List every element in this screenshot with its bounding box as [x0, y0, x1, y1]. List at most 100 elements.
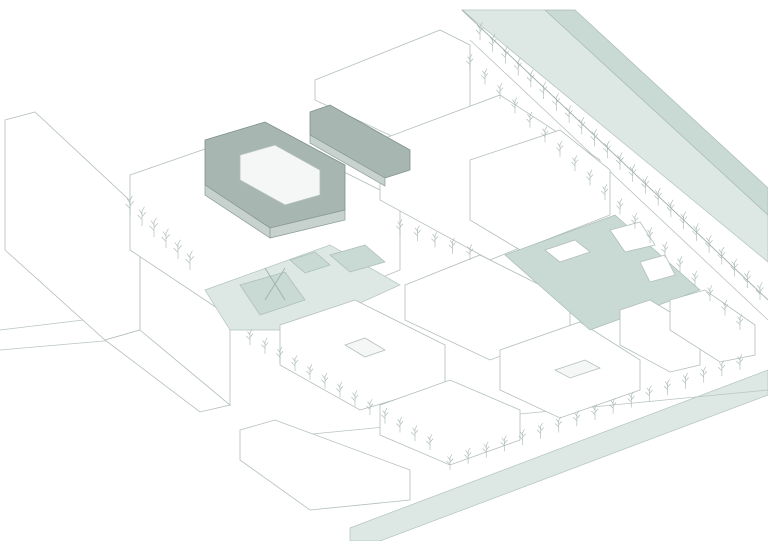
tree-icon — [246, 329, 254, 345]
tree-icon — [448, 237, 456, 254]
tree-icon — [541, 126, 549, 143]
tree-icon — [631, 212, 639, 229]
tree-icon — [185, 250, 194, 270]
tree-icon — [601, 184, 609, 200]
mid-block-courtyard-2-void — [553, 359, 602, 379]
park-pavilion-2 — [609, 221, 656, 253]
tree-icon — [552, 93, 560, 111]
tree-icon — [736, 314, 744, 330]
tree-icon — [466, 244, 474, 260]
south-west-block-body — [239, 419, 411, 511]
plaza-square-1 — [329, 244, 386, 273]
east-block-2 — [669, 289, 756, 363]
tree-icon — [173, 239, 182, 259]
plaza-square-2 — [289, 251, 331, 274]
tree-icon — [627, 391, 635, 408]
tree-icon — [446, 454, 454, 470]
boulevard-edge-2 — [469, 39, 768, 321]
tree-icon — [496, 82, 504, 99]
tree-icon — [646, 227, 654, 244]
tree-icon — [481, 68, 489, 85]
tree-icon — [511, 97, 519, 114]
boulevard-verge — [461, 9, 768, 263]
tree-icon — [663, 379, 671, 395]
tree-icon — [475, 22, 484, 40]
tree-icon — [536, 422, 544, 439]
tree-icon — [718, 360, 726, 377]
park-pavilion-3 — [639, 254, 676, 283]
tree-icon — [736, 354, 744, 370]
tree-icon — [500, 435, 508, 452]
tree-icon — [706, 285, 714, 302]
tree-icon — [161, 228, 170, 248]
tree-icon — [526, 111, 534, 128]
tree-icon — [554, 416, 563, 433]
central-plaza — [204, 244, 401, 331]
tree-icon — [679, 211, 688, 230]
tree-icon — [628, 164, 637, 182]
tree-icon — [699, 366, 708, 383]
tree-icon — [381, 407, 389, 424]
tree-icon — [586, 169, 594, 186]
tree-icon — [488, 34, 497, 52]
courtyard-inner — [239, 144, 321, 206]
tree-icon — [426, 434, 434, 450]
tree-icon — [518, 429, 526, 445]
tree-icon — [666, 199, 675, 218]
tree-icon — [261, 337, 269, 354]
tree-icon — [125, 195, 134, 215]
tree-icon — [396, 416, 404, 433]
tree-icon — [603, 140, 611, 159]
tree-icon — [564, 105, 573, 123]
tree-icon — [590, 128, 599, 147]
west-slab-front — [4, 111, 141, 341]
tree-icon — [411, 425, 419, 442]
tree-icon — [573, 410, 581, 427]
mid-block-south — [379, 379, 521, 466]
boulevard-road — [544, 9, 768, 216]
tree-icon — [464, 447, 472, 464]
tree-icon — [591, 404, 599, 420]
tree-icon — [526, 69, 535, 88]
tree-icon — [645, 385, 653, 402]
tree-icon — [149, 217, 158, 237]
row-building-facade — [309, 134, 386, 187]
tree-icon — [609, 397, 617, 414]
tree-icon — [717, 246, 726, 265]
tree-icon — [730, 258, 739, 277]
tree-icon — [366, 399, 374, 415]
park-pavilion-1 — [544, 239, 591, 263]
east-blocks — [619, 289, 756, 373]
tree-icon — [661, 241, 669, 258]
tree-icon — [616, 198, 624, 215]
courtyard-building-facade-2 — [269, 209, 346, 239]
mid-blocks — [279, 254, 641, 466]
boulevard — [461, 9, 768, 321]
tree-icon — [276, 346, 284, 363]
tree-icon — [431, 231, 439, 248]
south-west-block — [239, 419, 411, 511]
tree-icon — [336, 381, 344, 398]
tree-icon — [577, 116, 586, 135]
tree-icon — [755, 282, 764, 300]
tree-icon — [691, 270, 699, 287]
tree-icon — [556, 140, 564, 157]
tree-icon — [676, 256, 684, 273]
tree-icon — [501, 45, 510, 64]
tree-icon — [571, 155, 579, 172]
tree-icon — [692, 223, 700, 241]
tree-icon — [321, 372, 329, 389]
tree-icon — [482, 441, 490, 458]
tree-icon — [513, 57, 522, 76]
mid-block-courtyard-void — [344, 337, 386, 358]
row-building — [309, 104, 411, 187]
tree-icon — [137, 206, 146, 226]
tree-icon — [306, 364, 314, 380]
tree-icon — [413, 225, 421, 242]
plaza-canopy-line-2 — [264, 267, 286, 301]
tree-icon — [291, 355, 299, 372]
tree-icon — [351, 390, 359, 407]
tree-icon — [681, 372, 689, 389]
